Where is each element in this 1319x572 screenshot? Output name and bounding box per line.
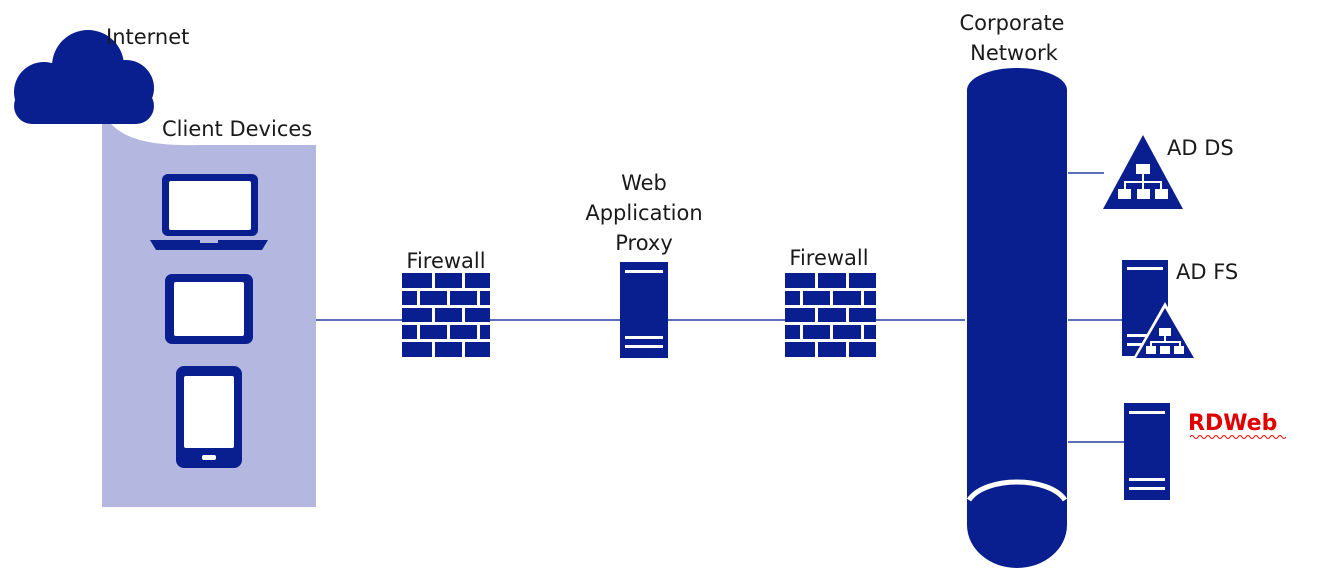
internet-label: Internet [106,25,189,49]
firewall-right-label: Firewall [789,246,868,270]
tablet-icon [165,274,253,344]
wap-label-line2: Application [585,201,702,225]
client-devices-label: Client Devices [162,117,312,141]
firewall-icon [785,273,876,357]
network-pipe-icon [966,68,1068,568]
rdweb-label: RDWeb [1188,411,1277,436]
wap-label-line3: Proxy [615,231,673,255]
phone-icon [176,366,242,468]
wap-label-line1: Web [621,171,667,195]
directory-icon [1131,302,1199,362]
corporate-network-label-line2: Network [970,41,1059,65]
cloud-icon [14,30,154,124]
rdweb-underline [1189,435,1287,439]
adds-label: AD DS [1167,136,1234,160]
laptop-icon [150,174,268,250]
connection-lines [316,172,1124,443]
server-icon [620,262,668,358]
firewall-icon [402,273,490,357]
server-icon [1124,403,1170,500]
directory-icon [1103,135,1183,209]
corporate-network-label-line1: Corporate [960,11,1065,35]
firewall-left-label: Firewall [406,249,485,273]
adfs-label: AD FS [1176,260,1238,284]
